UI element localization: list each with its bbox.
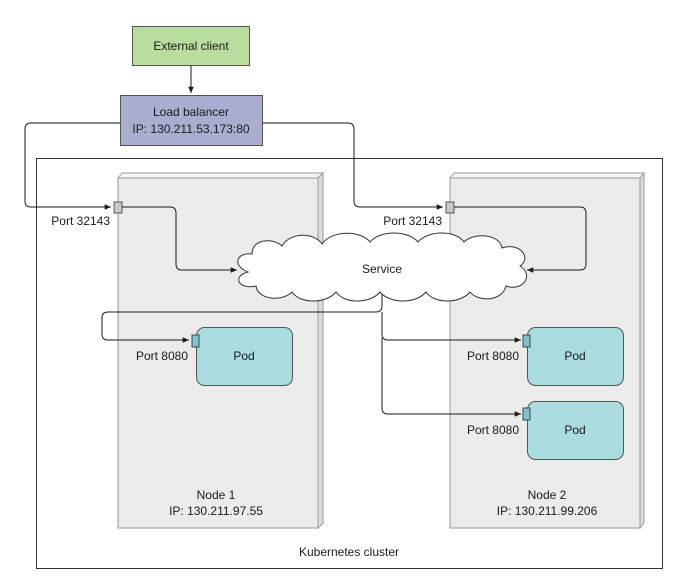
node-2-port-label: Port 32143	[383, 214, 442, 228]
node-1-name: Node 1	[197, 488, 236, 502]
node-2-pod-b	[527, 401, 624, 460]
load-balancer-box	[120, 95, 263, 146]
node-1-port	[113, 201, 123, 214]
node-1-port-label: Port 32143	[51, 214, 110, 228]
node-2-pod-a-port-label: Port 8080	[467, 349, 519, 363]
node-1-pod-label: Pod	[233, 349, 254, 363]
node-2-pod-b-label: Pod	[564, 423, 585, 437]
load-balancer-title: Load balancer	[153, 105, 229, 119]
service-to-node2-pod-b-arrow	[381, 338, 521, 417]
node-2-port	[445, 201, 455, 214]
external-client-box	[132, 26, 250, 66]
service-to-node2-pod-a-arrow	[381, 312, 521, 343]
load-balancer-ip: IP: 130.211.53.173:80	[132, 122, 250, 136]
node-2-ip: IP: 130.211.99.206	[497, 504, 598, 518]
lb-to-node2-port-arrow	[263, 122, 443, 210]
node-2-name: Node 2	[528, 488, 567, 502]
node-2-pod-b-port	[522, 407, 531, 421]
node1-port-to-service-arrow	[122, 206, 237, 273]
node2-port-to-service-arrow	[454, 206, 587, 273]
node-1-ip: IP: 130.211.97.55	[169, 504, 263, 518]
service-to-node1-pod-arrow	[101, 290, 383, 343]
lb-to-node1-port-arrow	[24, 122, 120, 210]
node-2-pod-a	[527, 327, 624, 386]
external-client-label: External client	[153, 39, 229, 53]
cluster-label: Kubernetes cluster	[299, 545, 399, 559]
node-1-pod-port-label: Port 8080	[136, 349, 188, 363]
node-1-pod-port	[191, 334, 200, 348]
service-label: Service	[362, 262, 402, 276]
node-1-pod	[196, 327, 293, 386]
node-2-pod-a-label: Pod	[564, 349, 585, 363]
node-2-pod-a-port	[522, 334, 531, 348]
service-cloud	[237, 232, 527, 302]
node-2-pod-b-port-label: Port 8080	[467, 423, 519, 437]
